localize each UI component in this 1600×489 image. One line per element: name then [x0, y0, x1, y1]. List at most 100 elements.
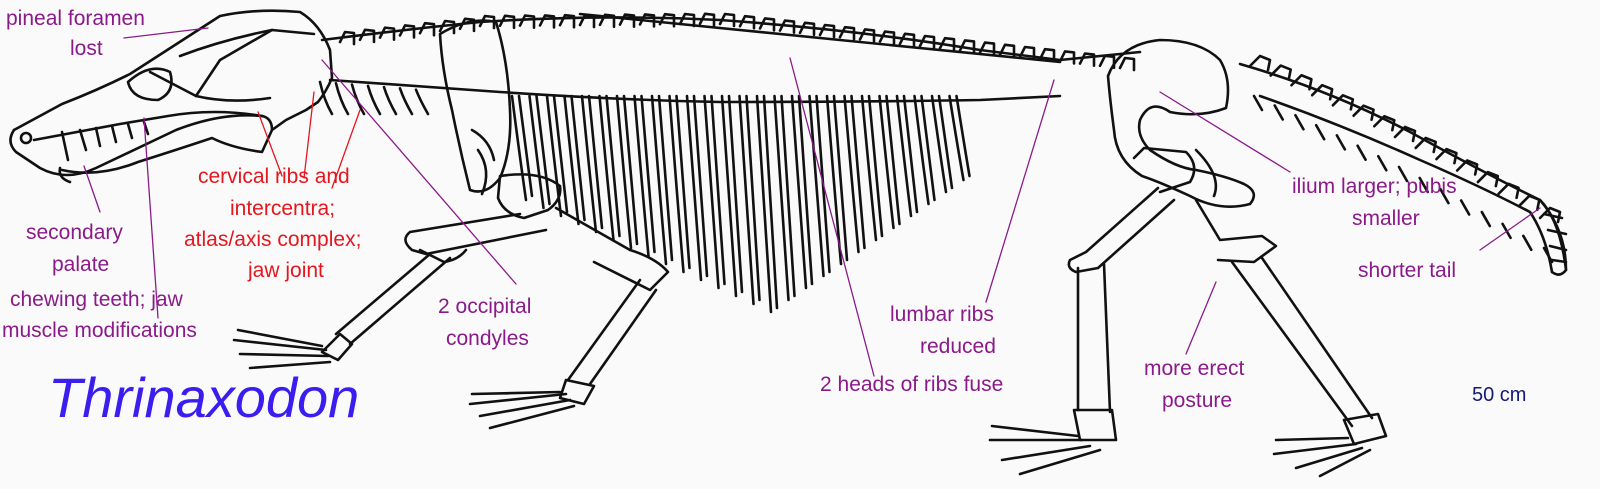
neural-spine [1038, 47, 1056, 63]
thoracic-rib-edge [937, 94, 954, 190]
neural-spine [858, 28, 876, 43]
neural-spine [798, 21, 816, 37]
thoracic-rib [808, 94, 825, 278]
thoracic-rib [860, 94, 878, 242]
thoracic-rib [650, 94, 668, 266]
thoracic-rib-edge [762, 94, 779, 310]
neural-spine [998, 43, 1016, 59]
tail-spine [1497, 182, 1520, 200]
thoracic-rib [633, 94, 650, 258]
label-lumbar-ribs-line1: lumbar ribs [890, 303, 994, 326]
thoracic-rib-edge [850, 94, 866, 250]
neural-spine [558, 13, 576, 29]
tail-spine [1393, 125, 1417, 143]
thoracic-rib-edge [745, 94, 761, 302]
hindlimb [988, 146, 1388, 478]
neural-spine [678, 12, 696, 28]
tail-chevron [1294, 113, 1305, 131]
label-chewing-teeth-line1: chewing teeth; jaw [10, 288, 183, 311]
neural-spine [898, 32, 916, 48]
tail-chevron [1521, 234, 1533, 252]
thoracic-rib [703, 94, 720, 290]
thoracic-rib-edge [570, 94, 586, 222]
neural-spine [758, 17, 776, 32]
neural-spine [358, 28, 376, 44]
thoracic-rib [720, 94, 738, 298]
thoracic-rib-edge [902, 94, 919, 214]
tail-spine [1435, 147, 1458, 165]
label-cervical-ribs-line1: cervical ribs and [198, 165, 350, 188]
leader-lines [83, 27, 1541, 377]
neural-spine [878, 30, 896, 45]
thoracic-rib-edge [955, 94, 971, 178]
tail-spine [1517, 194, 1541, 212]
neural-spine [618, 13, 636, 28]
tail-spine [1248, 54, 1272, 72]
tail-chevron [1356, 144, 1367, 161]
tail-spine [1476, 170, 1500, 188]
thoracic-rib [790, 94, 808, 290]
label-pineal-foramen-line1: pineal foramen [6, 7, 145, 30]
tail-spine [1414, 136, 1438, 154]
neural-spine [938, 36, 956, 52]
neural-spine [598, 13, 616, 29]
thoracic-rib-edge [657, 94, 674, 262]
tail-chevron [1418, 176, 1430, 194]
label-shorter-tail: shorter tail [1358, 259, 1457, 282]
label-cervical-ribs-line2: intercentra; [230, 197, 336, 220]
tail-tip [1538, 198, 1568, 276]
thoracic-rib [930, 94, 948, 194]
thoracic-rib [668, 94, 685, 274]
neural-spine [638, 13, 656, 28]
cervical-rib [318, 80, 334, 116]
tail-chevron [1439, 187, 1450, 205]
label-occipital-condyles-line1: 2 occipital [438, 295, 532, 318]
cervical-rib [366, 84, 382, 116]
tail-chevron [1542, 246, 1554, 264]
thoracic-rib-edge [710, 94, 726, 286]
thoracic-rib-edge [605, 94, 621, 238]
tail-chevron [1376, 154, 1388, 172]
thoracic-rib [545, 94, 563, 218]
tail-chevron [1459, 199, 1471, 216]
neural-spine [378, 26, 396, 41]
tail-spine [1331, 94, 1355, 111]
neural-spine [538, 14, 556, 29]
neural-spine [838, 25, 856, 41]
neural-spine [1118, 56, 1136, 72]
neural-spine [1078, 52, 1096, 67]
cervical-ribs [318, 80, 430, 116]
thoracic-rib-edge [885, 94, 901, 226]
label-erect-posture-line1: more erect [1144, 357, 1245, 380]
neural-spine [1058, 50, 1076, 65]
pelvis [1106, 38, 1256, 208]
thoracic-rib-edge [552, 94, 569, 214]
neural-spine [498, 14, 516, 30]
thoracic-rib-edge [780, 94, 796, 298]
forelimb [232, 173, 670, 430]
label-secondary-palate-line2: palate [52, 253, 110, 276]
neural-spine [658, 12, 676, 28]
cervical-rib [398, 87, 414, 116]
thoracic-rib [843, 94, 860, 254]
label-erect-posture-line2: posture [1162, 389, 1233, 412]
cervical-rib [334, 81, 350, 116]
thoracic-rib-edge [727, 94, 744, 294]
neural-spine [778, 19, 796, 34]
tail-spine [1455, 159, 1479, 176]
thoracic-rib-edge [832, 94, 849, 262]
neural-spine [958, 39, 976, 54]
thoracic-rib-edge [640, 94, 656, 254]
thoracic-rib [510, 94, 528, 202]
thoracic-rib-edge [675, 94, 691, 270]
thoracic-rib [913, 94, 930, 206]
tail-chevron [1252, 94, 1264, 112]
neural-spine [818, 23, 836, 39]
thoracic-rib-edge [797, 94, 814, 286]
label-rib-heads-fuse: 2 heads of ribs fuse [820, 373, 1004, 396]
thoracic-rib [825, 94, 843, 266]
shoulder-girdle [438, 19, 512, 196]
scale-label: 50 cm [1472, 384, 1527, 406]
